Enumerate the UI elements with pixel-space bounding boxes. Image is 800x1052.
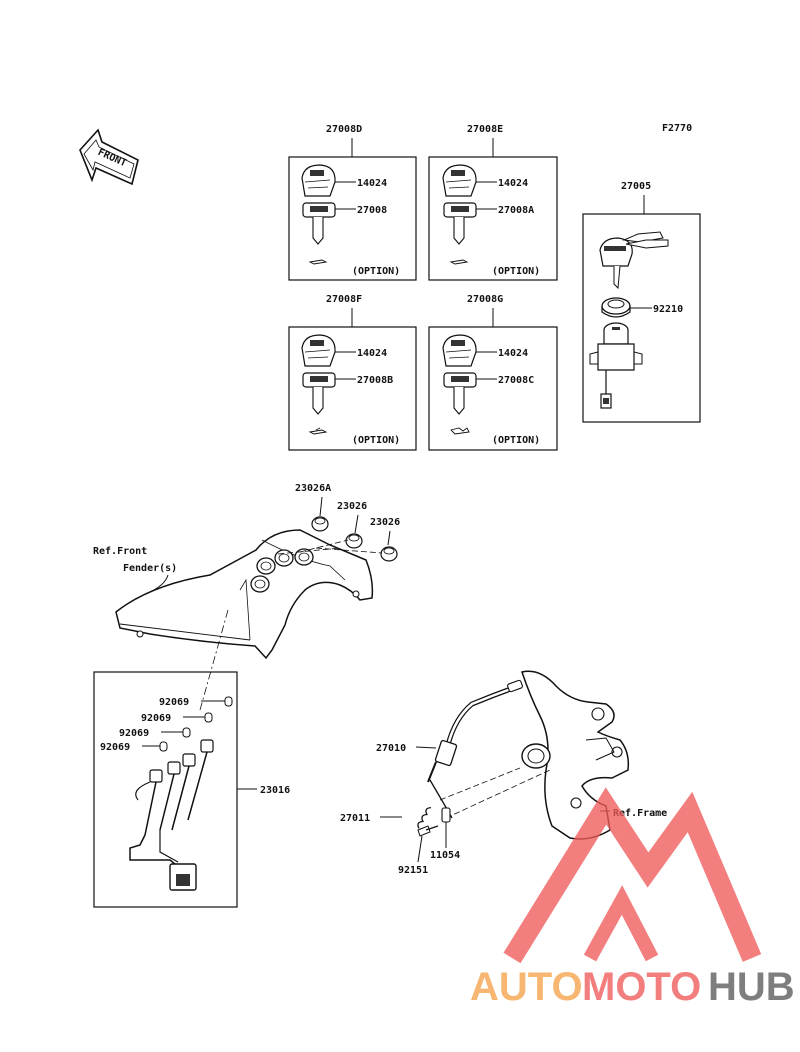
ref-frame-label: Ref.Frame xyxy=(613,808,667,819)
bulb-icon xyxy=(204,712,213,723)
grommet-icon xyxy=(380,546,398,562)
plug-label: 23026A xyxy=(295,483,331,494)
kit-code: 27008F xyxy=(326,294,362,305)
harness-label: 23016 xyxy=(260,785,290,796)
spring-label: 27011 xyxy=(340,813,370,824)
watermark-logo: AUTO MOTO HUB xyxy=(470,787,795,1009)
bulb-label: 92069 xyxy=(100,742,130,753)
part-label: 27008B xyxy=(357,375,393,386)
bolt-label: 92151 xyxy=(398,865,428,876)
key-cap-icon xyxy=(442,164,477,197)
bulb-icon xyxy=(159,741,168,752)
connector-icon xyxy=(169,863,197,891)
switch-body-icon xyxy=(589,322,643,409)
pin-label: 11054 xyxy=(430,850,460,861)
harness-23016: 23016 92069 92069 92069 92069 xyxy=(93,671,290,908)
kit-27008d: 27008D 14024 27008 (OPTION) xyxy=(288,124,417,281)
kit-code: 27008D xyxy=(326,124,362,135)
grommet-icon xyxy=(345,533,363,549)
part-label: 14024 xyxy=(498,178,528,189)
kit-27008f: 27008F 14024 27008B (OPTION) xyxy=(288,294,417,451)
key-icon xyxy=(302,372,336,415)
nut-icon xyxy=(601,297,631,318)
watermark-hub: HUB xyxy=(708,965,795,1009)
frame-assembly: Ref.Frame 27010 27011 11054 92151 xyxy=(340,670,667,876)
bolt-icon xyxy=(417,825,439,837)
part-label: 14024 xyxy=(357,178,387,189)
watermark-auto: AUTO xyxy=(470,965,583,1009)
key-icon xyxy=(443,202,477,245)
socket-icon xyxy=(149,739,214,783)
key-cap-icon xyxy=(301,164,336,197)
part-label: 27008 xyxy=(357,205,387,216)
kit-27008e: 27008E 14024 27008A (OPTION) xyxy=(428,124,558,281)
watermark-moto: MOTO xyxy=(582,965,701,1009)
part-label: 14024 xyxy=(498,348,528,359)
option-label: (OPTION) xyxy=(352,266,400,277)
headlight-cover: 23026A 23026 23026 xyxy=(93,483,400,711)
bulb-label: 92069 xyxy=(119,728,149,739)
bulb-label: 92069 xyxy=(141,713,171,724)
front-arrow-icon: FRONT xyxy=(79,128,139,186)
bulb-label: 92069 xyxy=(159,697,189,708)
kit-code: 27008E xyxy=(467,124,503,135)
cable-label: 27010 xyxy=(376,743,406,754)
cable-icon xyxy=(427,679,523,819)
option-label: (OPTION) xyxy=(492,435,540,446)
switch-kit-27005: 27005 92210 xyxy=(582,181,701,423)
ignition-key-icon xyxy=(599,231,669,290)
plug-label: 23026 xyxy=(370,517,400,528)
kit-code: 27008G xyxy=(467,294,503,305)
pin-icon xyxy=(441,807,451,823)
spring-icon xyxy=(417,806,431,829)
fender-label: Fender(s) xyxy=(123,563,177,574)
grommet-icon xyxy=(311,516,329,532)
key-icon xyxy=(302,202,336,245)
part-label: 27008A xyxy=(498,205,534,216)
option-label: (OPTION) xyxy=(492,266,540,277)
key-cap-icon xyxy=(301,334,336,367)
switch-kit-code: 27005 xyxy=(621,181,651,192)
kit-27008g: 27008G 14024 27008C (OPTION) xyxy=(428,294,558,451)
nut-label: 92210 xyxy=(653,304,683,315)
option-label: (OPTION) xyxy=(352,435,400,446)
bulb-icon xyxy=(182,727,191,738)
ref-front-label: Ref.Front xyxy=(93,546,147,557)
bulb-icon xyxy=(224,696,233,707)
part-label: 27008C xyxy=(498,375,534,386)
figure-code: F2770 xyxy=(662,123,692,134)
key-icon xyxy=(443,372,477,415)
part-label: 14024 xyxy=(357,348,387,359)
key-cap-icon xyxy=(442,334,477,367)
plug-label: 23026 xyxy=(337,501,367,512)
